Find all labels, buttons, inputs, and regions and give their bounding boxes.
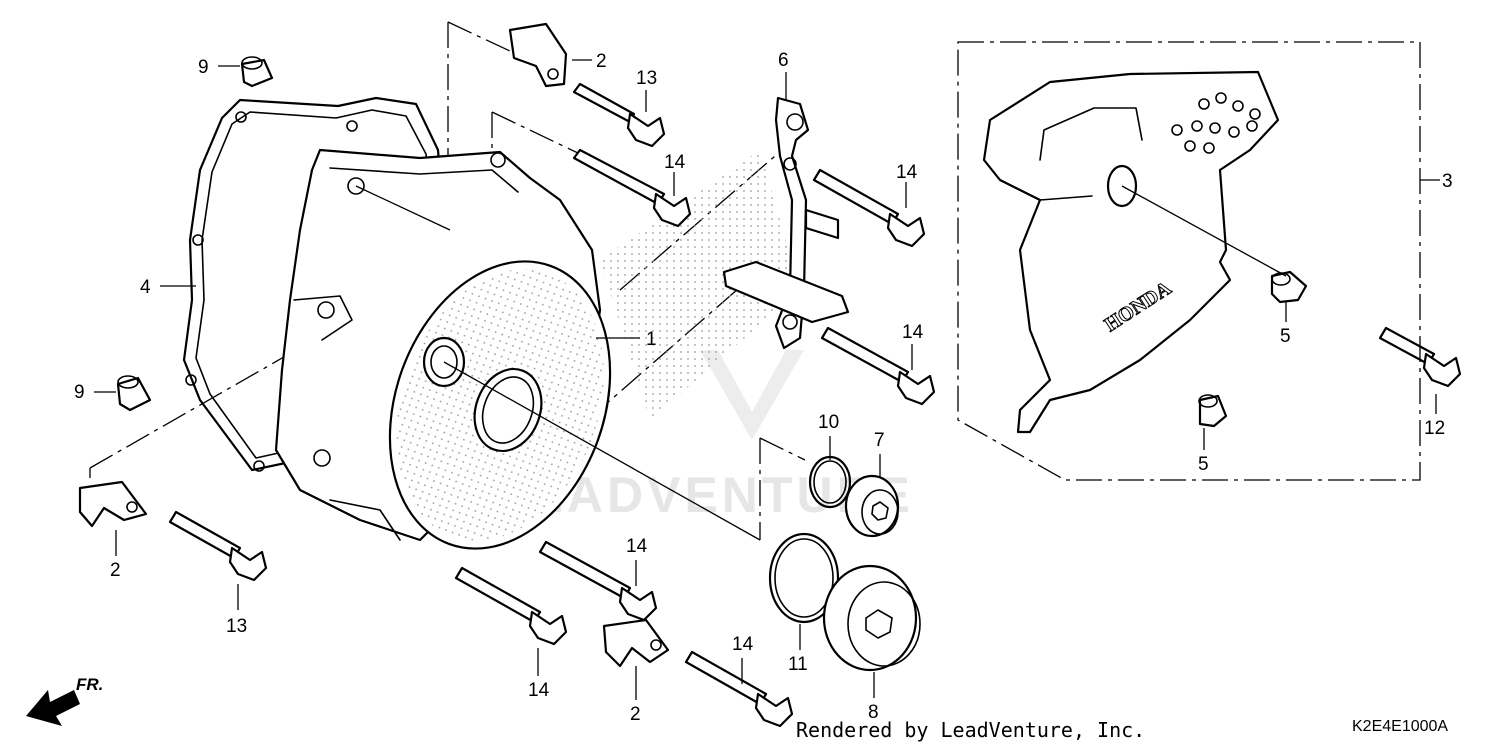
callout-9-top: 9 bbox=[198, 57, 209, 78]
hole-cap-8 bbox=[822, 564, 921, 672]
callout-4: 4 bbox=[140, 277, 151, 298]
callout-14-a: 14 bbox=[664, 152, 686, 173]
callout-1: 1 bbox=[646, 329, 657, 350]
bolt-14-b bbox=[812, 168, 926, 248]
callout-2-bottom: 2 bbox=[630, 704, 641, 725]
collar-lower bbox=[1198, 394, 1228, 428]
timing-hole-cap-7 bbox=[844, 474, 900, 538]
collar-upper bbox=[1270, 270, 1308, 304]
callout-7: 7 bbox=[874, 430, 885, 451]
callout-3: 3 bbox=[1442, 171, 1453, 192]
diagram-code: K2E4E1000A bbox=[1352, 718, 1449, 735]
bolt-14-d bbox=[538, 540, 658, 622]
dowel-pin-top bbox=[240, 56, 274, 88]
clamp-bottom bbox=[602, 618, 670, 668]
callout-5-upper: 5 bbox=[1280, 326, 1291, 347]
dowel-pin-left bbox=[116, 375, 152, 412]
callout-13-bottom: 13 bbox=[226, 616, 247, 637]
bolt-14-f bbox=[684, 650, 794, 728]
clamp-top bbox=[508, 22, 568, 88]
front-direction-arrow: FR. bbox=[26, 675, 103, 726]
callout-12: 12 bbox=[1424, 418, 1445, 439]
callout-5-lower: 5 bbox=[1198, 454, 1209, 475]
clamp-left bbox=[78, 480, 148, 528]
crankcase-cover bbox=[274, 148, 612, 550]
bolt-14-e bbox=[454, 566, 568, 646]
render-credit: Rendered by LeadVenture, Inc. bbox=[796, 718, 1146, 742]
callout-14-f: 14 bbox=[732, 634, 754, 655]
callout-9-left: 9 bbox=[74, 382, 85, 403]
sprocket-cover: HONDA bbox=[982, 70, 1280, 434]
callout-14-b: 14 bbox=[896, 162, 918, 183]
bolt-13-top bbox=[572, 82, 666, 148]
dotted-area bbox=[600, 150, 800, 420]
callout-11: 11 bbox=[788, 654, 808, 675]
o-ring-11 bbox=[768, 532, 840, 624]
bolt-13-bottom bbox=[168, 510, 268, 582]
callout-2-top: 2 bbox=[596, 51, 607, 72]
bolt-14-a bbox=[572, 148, 692, 228]
front-label: FR. bbox=[76, 675, 103, 694]
callout-14-c: 14 bbox=[902, 322, 924, 343]
bolt-14-c bbox=[820, 326, 936, 406]
callout-10: 10 bbox=[818, 412, 839, 433]
callout-13-top: 13 bbox=[636, 68, 657, 89]
callout-2-left: 2 bbox=[110, 560, 121, 581]
sprocket-cover-box bbox=[957, 41, 1421, 481]
callout-8: 8 bbox=[868, 702, 879, 723]
callout-numbers: 2 13 14 6 14 1 14 3 5 5 12 9 9 4 2 13 14… bbox=[74, 50, 1453, 725]
callout-14-d: 14 bbox=[626, 536, 648, 557]
leader-lines bbox=[94, 59, 1440, 700]
vent-holes bbox=[1171, 92, 1261, 154]
callout-14-e: 14 bbox=[528, 680, 550, 701]
bracket bbox=[722, 96, 850, 350]
callout-6: 6 bbox=[778, 50, 789, 71]
